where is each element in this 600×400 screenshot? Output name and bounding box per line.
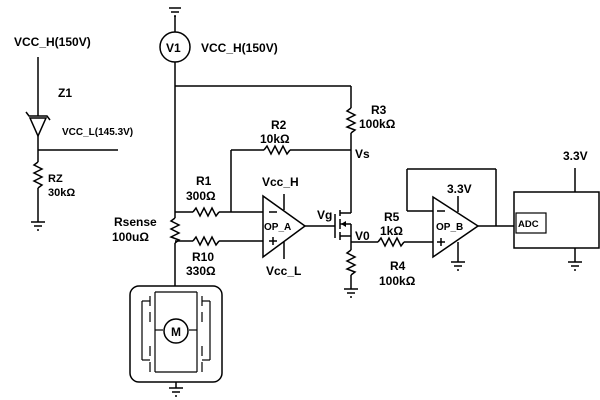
ground-symbol	[169, 7, 181, 32]
label-rsense-value: 100uΩ	[112, 230, 149, 244]
label-z1: Z1	[58, 86, 72, 100]
mosfet-transistor	[334, 208, 352, 240]
ground-symbol	[169, 387, 183, 397]
label-rz-value: 30kΩ	[48, 187, 75, 199]
resistor-r1	[192, 206, 220, 218]
label-vcc-l: VCC_L(145.3V)	[62, 127, 133, 138]
label-rsense: Rsense	[114, 215, 157, 229]
label-vcc-l-opamp: Vcc_L	[266, 264, 301, 278]
label-r3-value: 100kΩ	[359, 117, 396, 131]
ground-symbol	[568, 261, 582, 271]
label-r1: R1	[196, 174, 212, 188]
label-op-b: OP_B	[436, 222, 463, 233]
resistor-r5	[377, 236, 405, 248]
label-vs: Vs	[355, 147, 370, 161]
label-op-b-supply: 3.3V	[447, 182, 472, 196]
resistor-r4	[345, 249, 357, 289]
label-adc: ADC	[518, 219, 539, 230]
resistor-rz	[32, 150, 44, 222]
label-r10: R10	[192, 250, 214, 264]
resistor-r2	[263, 144, 291, 156]
resistor-r10	[192, 235, 220, 247]
label-v1: V1	[166, 41, 181, 55]
op-amp-op-b	[432, 195, 480, 262]
zener-branch	[25, 57, 118, 231]
label-r3: R3	[371, 103, 387, 117]
label-motor: M	[171, 325, 181, 339]
label-rz: RZ	[48, 173, 63, 185]
label-r5: R5	[384, 210, 400, 224]
label-r10-value: 330Ω	[186, 264, 216, 278]
adc-block	[513, 191, 600, 249]
label-op-a: OP_A	[264, 222, 291, 233]
label-vcc-h-left: VCC_H(150V)	[14, 35, 91, 49]
label-r5-value: 1kΩ	[380, 224, 403, 238]
ground-symbol	[31, 221, 45, 231]
label-r4: R4	[390, 259, 406, 273]
ground-symbol	[451, 261, 465, 271]
label-r2-value: 10kΩ	[260, 132, 290, 146]
resistor-rsense	[169, 212, 181, 286]
resistor-r3	[345, 86, 357, 150]
motor-h-bridge	[129, 285, 223, 383]
motor-symbol	[163, 318, 189, 344]
label-r2: R2	[271, 118, 287, 132]
label-vg: Vg	[317, 208, 332, 222]
op-amp-op-a	[262, 194, 307, 259]
label-v0: V0	[355, 229, 370, 243]
ground-symbol	[344, 288, 358, 298]
label-r1-value: 300Ω	[186, 189, 216, 203]
label-3v3-supply: 3.3V	[563, 149, 588, 163]
label-r4-value: 100kΩ	[379, 274, 416, 288]
zener-diode-z1	[25, 110, 51, 150]
label-vcc-h-opamp: Vcc_H	[262, 175, 299, 189]
label-vcc-h-top: VCC_H(150V)	[201, 41, 278, 55]
